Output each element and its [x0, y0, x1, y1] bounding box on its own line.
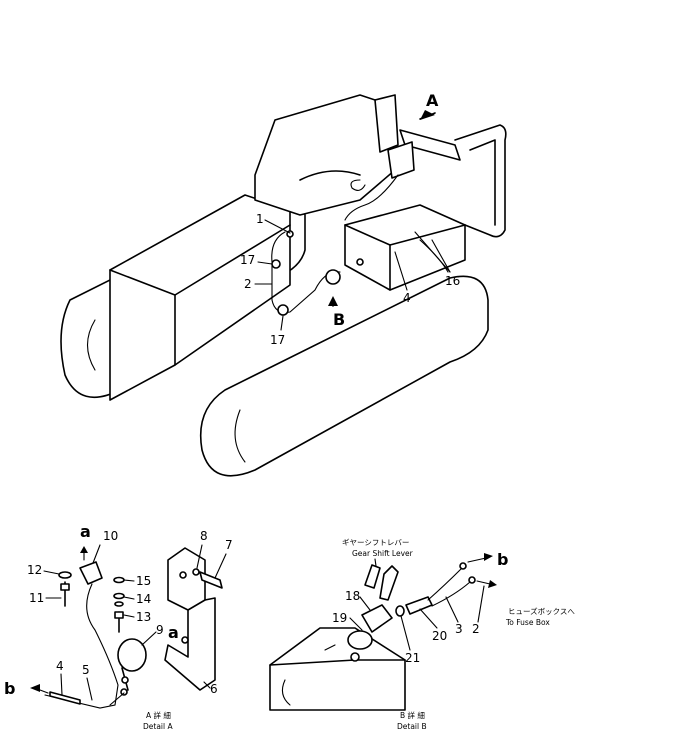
marker-a-top: a — [80, 522, 91, 541]
marker-a-bracket: a — [168, 623, 179, 642]
callout-2: 2 — [244, 277, 252, 291]
main-callouts: 1 2 17 17 4 16 — [240, 212, 460, 347]
gear-lever-label-en: Gear Shift Lever — [352, 549, 414, 558]
view-arrow-A: A — [419, 91, 439, 120]
view-arrow-B: B — [328, 296, 345, 329]
marker-b-right: b — [497, 550, 508, 569]
callout-18: 18 — [345, 589, 360, 603]
fuse-box-label-jp: ヒューズボックスへ — [508, 606, 575, 616]
gear-lever-label-jp: ギヤーシフトレバー — [342, 538, 409, 547]
callout-5: 5 — [82, 663, 90, 677]
detail-b-caption-en: Detail B — [397, 722, 427, 731]
callout-6: 6 — [210, 682, 218, 696]
callout-20: 20 — [432, 629, 447, 643]
callout-17-top: 17 — [240, 253, 255, 267]
callout-10: 10 — [103, 529, 118, 543]
callout-15: 15 — [136, 574, 151, 588]
detail-a: a a b 10 12 11 15 14 13 8 7 9 6 4 5 A 詳 … — [4, 522, 233, 731]
callout-12: 12 — [27, 563, 42, 577]
detail-b-caption-jp: B 詳 細 — [400, 710, 425, 720]
callout-7: 7 — [225, 538, 233, 552]
callout-3: 3 — [455, 622, 463, 636]
fuse-box-label-en: To Fuse Box — [505, 618, 550, 627]
callout-13: 13 — [136, 610, 151, 624]
marker-b-left: b — [4, 679, 15, 698]
callout-4: 4 — [403, 291, 411, 305]
arrow-A-label: A — [426, 91, 439, 110]
callout-14: 14 — [136, 592, 151, 606]
detail-a-caption-jp: A 詳 細 — [146, 710, 171, 720]
callout-1: 1 — [256, 212, 264, 226]
machine-illustration — [60, 94, 507, 477]
detail-a-caption-en: Detail A — [143, 722, 173, 731]
callout-21: 21 — [405, 651, 420, 665]
callout-4-detail: 4 — [56, 659, 64, 673]
callout-11: 11 — [29, 591, 44, 605]
callout-8: 8 — [200, 529, 208, 543]
callout-2-detail: 2 — [472, 622, 480, 636]
callout-16: 16 — [445, 274, 460, 288]
callout-19: 19 — [332, 611, 347, 625]
callout-9: 9 — [156, 623, 164, 637]
arrow-B-label: B — [333, 310, 345, 329]
detail-b: ギヤーシフトレバー Gear Shift Lever ヒューズボックスへ To … — [269, 538, 575, 731]
callout-17-bottom: 17 — [270, 333, 285, 347]
